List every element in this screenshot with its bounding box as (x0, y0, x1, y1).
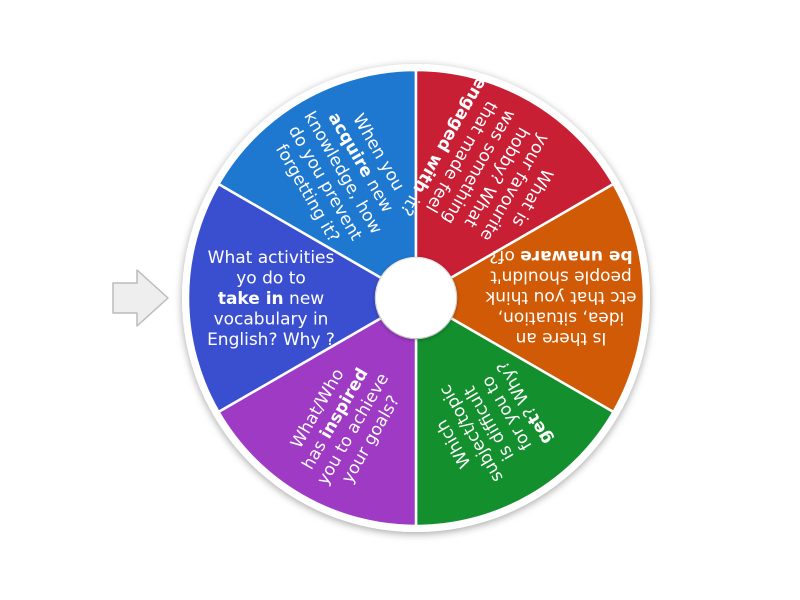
segment-label-text: What activities (208, 248, 335, 268)
segment-label-text: of? (489, 246, 520, 266)
segment-label-text: yo do to (236, 269, 306, 289)
arrow-right-icon (112, 269, 169, 327)
segment-label-line: English? Why ? (207, 330, 335, 350)
segment-label-line: vocabulary in (214, 310, 329, 330)
segment-label-text: etc that you think (485, 287, 636, 307)
pointer-arrow (112, 269, 169, 327)
segment-label-text: Is there an (516, 328, 607, 348)
segment-label-line: take in new (218, 289, 324, 309)
segment-label-bold: take in (218, 289, 284, 309)
segment-label-line: etc that you think (485, 287, 636, 307)
segment-label-text: vocabulary in (214, 310, 329, 330)
segment-label-text: idea, situation, (498, 308, 625, 328)
segment-label-line: What activities (208, 248, 335, 268)
segment-label-line: be unaware of? (489, 246, 632, 266)
wheel-segments (186, 68, 646, 528)
segment-label-text: new (284, 289, 325, 309)
segment-label-text: people shouldn't (490, 267, 632, 287)
wheel-hub[interactable] (376, 258, 456, 338)
segment-label-line: people shouldn't (490, 267, 632, 287)
segment-label-line: idea, situation, (498, 308, 625, 328)
segment-label-line: yo do to (236, 269, 306, 289)
segment-label-text: English? Why ? (207, 330, 335, 350)
segment-label-bold: be unaware (520, 246, 632, 266)
segment-label-line: Is there an (516, 328, 607, 348)
